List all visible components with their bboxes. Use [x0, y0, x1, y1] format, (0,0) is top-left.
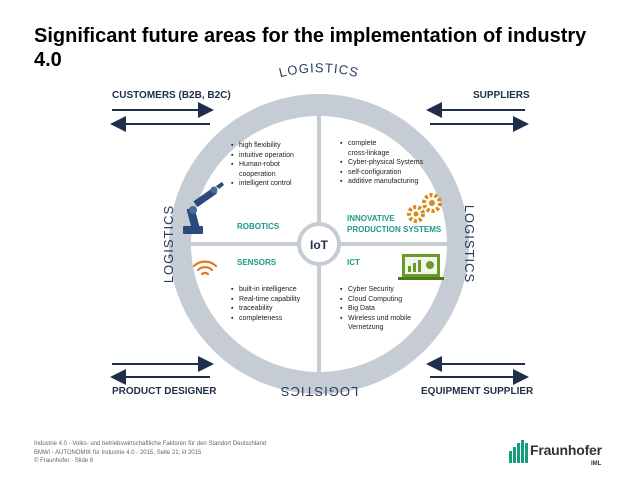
corner-label-equipment-supplier: EQUIPMENT SUPPLIER	[421, 386, 534, 397]
slide-title: Significant future areas for the impleme…	[34, 25, 587, 71]
corner-label-product-designer: PRODUCT DESIGNER	[112, 386, 217, 397]
sensors-label: SENSORS	[237, 258, 277, 267]
corner-label-customers: CUSTOMERS (B2B, B2C)	[112, 90, 231, 101]
brand-sub: IML	[591, 461, 602, 467]
list-item: Vernetzung	[348, 324, 384, 331]
list-item: Cyber Security	[340, 285, 411, 295]
list-item: Human-robot	[231, 160, 294, 170]
list-item: traceability	[231, 304, 300, 314]
list-item: complete	[340, 139, 423, 149]
ict-list: Cyber Security Cloud Computing Big Data …	[340, 285, 411, 333]
wifi-icon	[192, 260, 218, 276]
list-item: Cloud Computing	[340, 295, 411, 305]
laptop-chart-icon	[398, 254, 444, 280]
robot-arm-icon	[183, 182, 224, 234]
ring-label-left: LOGISTICS	[161, 205, 176, 283]
innovative-label-1: INNOVATIVE	[347, 214, 395, 223]
footer-line-3: © Fraunhofer · Slide 8	[34, 458, 94, 464]
gears-icon	[407, 193, 442, 223]
iot-label: IoT	[310, 238, 329, 252]
list-item: cross-linkage	[348, 149, 390, 157]
list-item: Big Data	[340, 304, 411, 314]
robotics-label: ROBOTICS	[237, 222, 280, 231]
ring-label-top: LOGISTICS	[277, 60, 360, 80]
innovative-list: complete cross-linkage Cyber-physical Sy…	[340, 139, 423, 187]
list-item: Wireless und mobile	[340, 314, 411, 324]
list-item: built-in intelligence	[231, 285, 300, 295]
list-item: high flexibility	[231, 141, 294, 151]
footer-line-1: Industrie 4.0 - Volks- und betriebswirts…	[34, 441, 267, 447]
list-item: self-configuration	[340, 168, 423, 178]
list-item: additive manufacturing	[340, 177, 423, 187]
sensors-list: built-in intelligence Real-time capabili…	[231, 285, 300, 323]
robotics-list: high flexibility intuitive operation Hum…	[231, 141, 294, 189]
list-item: Real-time capability	[231, 295, 300, 305]
ict-label: ICT	[347, 258, 360, 267]
corner-label-suppliers: SUPPLIERS	[473, 90, 530, 101]
iot-circle	[297, 222, 341, 266]
fraunhofer-logo-icon	[509, 440, 528, 463]
brand-name: Fraunhofer	[530, 442, 602, 458]
footer-line-2: BMWi - AUTONOMIK für Industrie 4.0 - 201…	[34, 449, 202, 456]
list-item: intelligent control	[231, 179, 294, 189]
list-item: Cyber-physical Systems	[340, 158, 423, 168]
footer-source: Industrie 4.0 - Volks- und betriebswirts…	[34, 440, 266, 466]
list-item: completeness	[231, 314, 300, 324]
list-item: intuitive operation	[231, 151, 294, 161]
ring-label-bottom: LOGISTICS	[280, 384, 358, 399]
list-item: cooperation	[239, 170, 276, 178]
innovative-label-2: PRODUCTION SYSTEMS	[347, 225, 442, 234]
ring-label-right: LOGISTICS	[462, 205, 477, 283]
